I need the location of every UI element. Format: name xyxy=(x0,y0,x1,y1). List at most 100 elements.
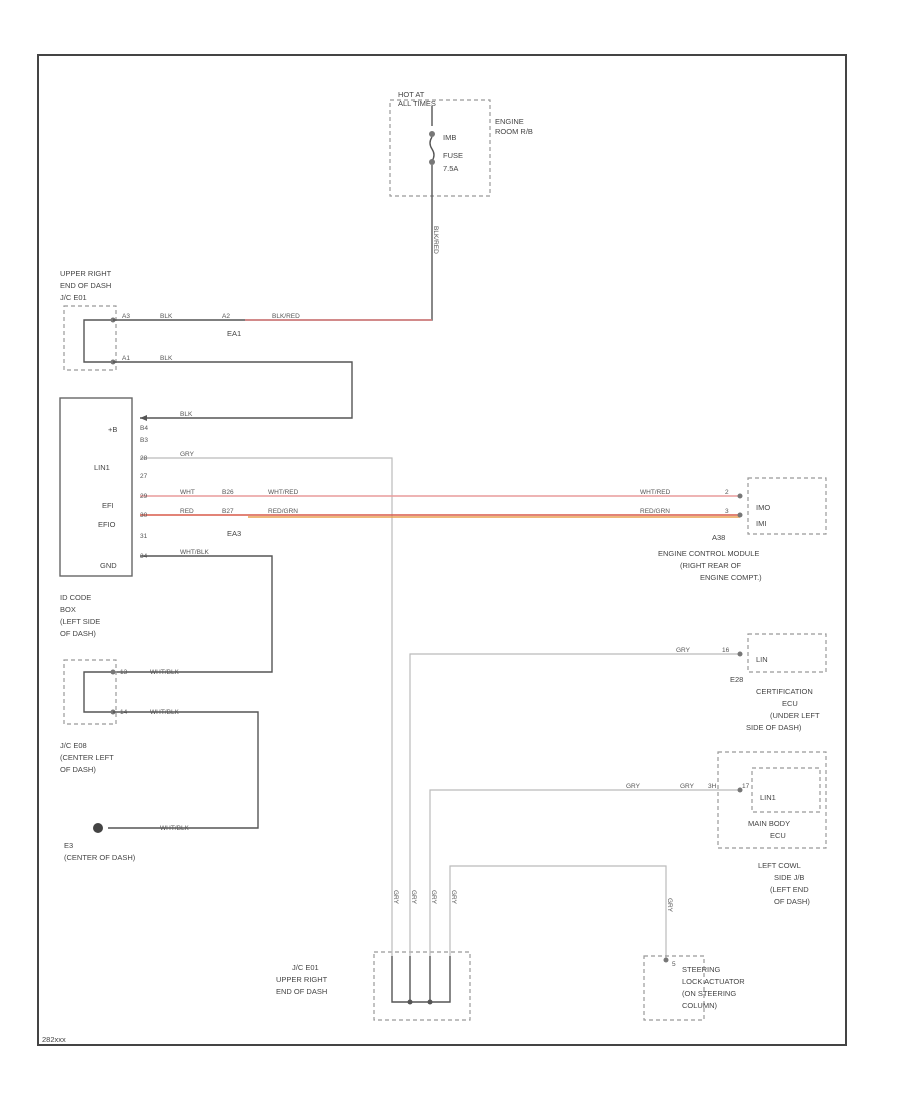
svg-text:EFIO: EFIO xyxy=(98,520,116,529)
svg-text:ENGINE CONTROL MODULE: ENGINE CONTROL MODULE xyxy=(658,549,759,558)
pin-28: 28 xyxy=(140,455,148,462)
wire-label-blk-red-vertical: BLK/RED xyxy=(432,226,439,254)
wire-label-wht-blk-d: WHT/BLK xyxy=(160,825,190,832)
wire-label-blk-b: BLK xyxy=(160,355,173,362)
svg-text:ECU: ECU xyxy=(770,831,786,840)
svg-text:(CENTER OF DASH): (CENTER OF DASH) xyxy=(64,853,136,862)
svg-text:UPPER RIGHT: UPPER RIGHT xyxy=(276,975,328,984)
svg-text:END OF DASH: END OF DASH xyxy=(276,987,327,996)
svg-text:LIN: LIN xyxy=(756,655,768,664)
wire-gry-main-body xyxy=(429,789,740,900)
svg-text:BOX: BOX xyxy=(60,605,76,614)
svg-text:HOT AT: HOT AT xyxy=(398,90,425,99)
svg-text:OF DASH): OF DASH) xyxy=(774,897,810,906)
diagram-border xyxy=(37,54,847,1046)
svg-text:GRY: GRY xyxy=(450,890,457,905)
wire-label-blk-c: BLK xyxy=(180,411,193,418)
imb-fuse: IMB FUSE 7.5A xyxy=(429,106,463,192)
fuse-terminal-top xyxy=(429,131,435,137)
svg-text:IMO: IMO xyxy=(756,503,770,512)
wire-label-wht-a: WHT xyxy=(180,489,195,496)
wire-gry-lin1 xyxy=(140,457,393,900)
engine-room-relay-block: HOT AT ALL TIMES ENGINE ROOM R/B xyxy=(389,90,533,197)
wire-wht-blk-gnd xyxy=(113,555,273,673)
svg-text:ENGINE: ENGINE xyxy=(495,117,524,126)
wire-wht-blk-to-ground xyxy=(108,711,259,829)
pin-34: 34 xyxy=(140,553,148,560)
svg-text:3H: 3H xyxy=(708,783,717,790)
wire-label-wht-red-a: WHT/RED xyxy=(268,489,299,496)
svg-text:LIN1: LIN1 xyxy=(760,793,776,802)
svg-text:2: 2 xyxy=(725,489,729,496)
ground-icon xyxy=(93,823,103,833)
svg-text:LOCK ACTUATOR: LOCK ACTUATOR xyxy=(682,977,745,986)
wire-label-wht-red-b: WHT/RED xyxy=(640,489,671,496)
svg-text:SIDE OF DASH): SIDE OF DASH) xyxy=(746,723,802,732)
svg-text:IMB: IMB xyxy=(443,133,456,142)
svg-text:FUSE: FUSE xyxy=(443,151,463,160)
pin-b4: B4 xyxy=(140,425,148,432)
wire-label-blk-red-horizontal: BLK/RED xyxy=(272,313,300,320)
wire-label-gry-e: GRY xyxy=(666,898,673,913)
certification-ecu: 16 LIN E28 CERTIFICATION ECU (UNDER LEFT… xyxy=(722,633,827,732)
wire-label-gry-c: GRY xyxy=(626,783,641,790)
pin-a3: A3 xyxy=(122,313,130,320)
svg-text:COLUMN): COLUMN) xyxy=(682,1001,718,1010)
steering-lock-actuator: 5 STEERING LOCK ACTUATOR (ON STEERING CO… xyxy=(643,955,745,1021)
connector-ea3-label: EA3 xyxy=(227,529,241,538)
svg-text:GRY: GRY xyxy=(392,890,399,905)
wire-label-gry-d: GRY xyxy=(680,783,695,790)
svg-text:+B: +B xyxy=(108,425,117,434)
svg-text:SIDE J/B: SIDE J/B xyxy=(774,873,804,882)
svg-text:(CENTER LEFT: (CENTER LEFT xyxy=(60,753,114,762)
svg-text:STEERING: STEERING xyxy=(682,965,721,974)
junction-connector-e08: J/C E08 (CENTER LEFT OF DASH) xyxy=(60,659,117,774)
svg-text:J/C E08: J/C E08 xyxy=(60,741,87,750)
wire-gry-steering-lock xyxy=(449,865,667,960)
junction-connector-e01-top: UPPER RIGHT END OF DASH J/C E01 xyxy=(60,269,117,371)
pin-ea1-a2: A2 xyxy=(222,313,230,320)
svg-text:CERTIFICATION: CERTIFICATION xyxy=(756,687,813,696)
svg-text:GRY: GRY xyxy=(410,890,417,905)
svg-text:LIN1: LIN1 xyxy=(94,463,110,472)
pin-31: 31 xyxy=(140,533,148,540)
svg-text:ID CODE: ID CODE xyxy=(60,593,91,602)
svg-text:(LEFT END: (LEFT END xyxy=(770,885,809,894)
svg-text:J/C E01: J/C E01 xyxy=(60,293,87,302)
svg-text:5: 5 xyxy=(672,961,676,968)
svg-text:GRY: GRY xyxy=(430,890,437,905)
connector-ea1-label: EA1 xyxy=(227,329,241,338)
svg-text:17: 17 xyxy=(742,783,750,790)
svg-text:ECU: ECU xyxy=(782,699,798,708)
svg-text:ALL TIMES: ALL TIMES xyxy=(398,99,436,108)
wire-label-gry-b: GRY xyxy=(676,647,691,654)
svg-text:(UNDER LEFT: (UNDER LEFT xyxy=(770,711,820,720)
pin-b26: B26 xyxy=(222,489,234,496)
wire-label-wht-blk-a: WHT/BLK xyxy=(180,549,210,556)
pin-27: 27 xyxy=(140,473,148,480)
svg-text:ROOM R/B: ROOM R/B xyxy=(495,127,533,136)
wire-label-wht-blk-b: WHT/BLK xyxy=(150,669,180,676)
fuse-terminal-bottom xyxy=(429,159,435,165)
engine-control-module: 2 3 IMO IMI A38 ENGINE CONTROL MODULE (R… xyxy=(658,477,827,582)
id-code-box: +B LIN1 EFI EFIO GND ID CODE BOX (LEFT S… xyxy=(59,397,133,638)
svg-text:E3: E3 xyxy=(64,841,73,850)
svg-text:A38: A38 xyxy=(712,533,725,542)
svg-text:ENGINE COMPT.): ENGINE COMPT.) xyxy=(700,573,762,582)
svg-text:END OF DASH: END OF DASH xyxy=(60,281,111,290)
wire-label-gry-a: GRY xyxy=(180,451,195,458)
wire-label-red-grn-a: RED/GRN xyxy=(268,508,298,515)
svg-text:LEFT COWL: LEFT COWL xyxy=(758,861,801,870)
wire-gry-certification xyxy=(409,653,740,900)
pin-a1: A1 xyxy=(122,355,130,362)
left-cowl-side-jb: 3H 17 LIN1 MAIN BODY ECU LEFT COWL SIDE … xyxy=(708,751,827,906)
svg-text:7.5A: 7.5A xyxy=(443,164,458,173)
svg-text:E28: E28 xyxy=(730,675,743,684)
wire-label-red-a: RED xyxy=(180,508,194,515)
svg-text:(LEFT SIDE: (LEFT SIDE xyxy=(60,617,100,626)
wire-label-red-grn-b: RED/GRN xyxy=(640,508,670,515)
wire-blk-to-plus-b xyxy=(113,361,353,419)
pin-e14: 14 xyxy=(120,709,128,716)
svg-text:OF DASH): OF DASH) xyxy=(60,629,96,638)
